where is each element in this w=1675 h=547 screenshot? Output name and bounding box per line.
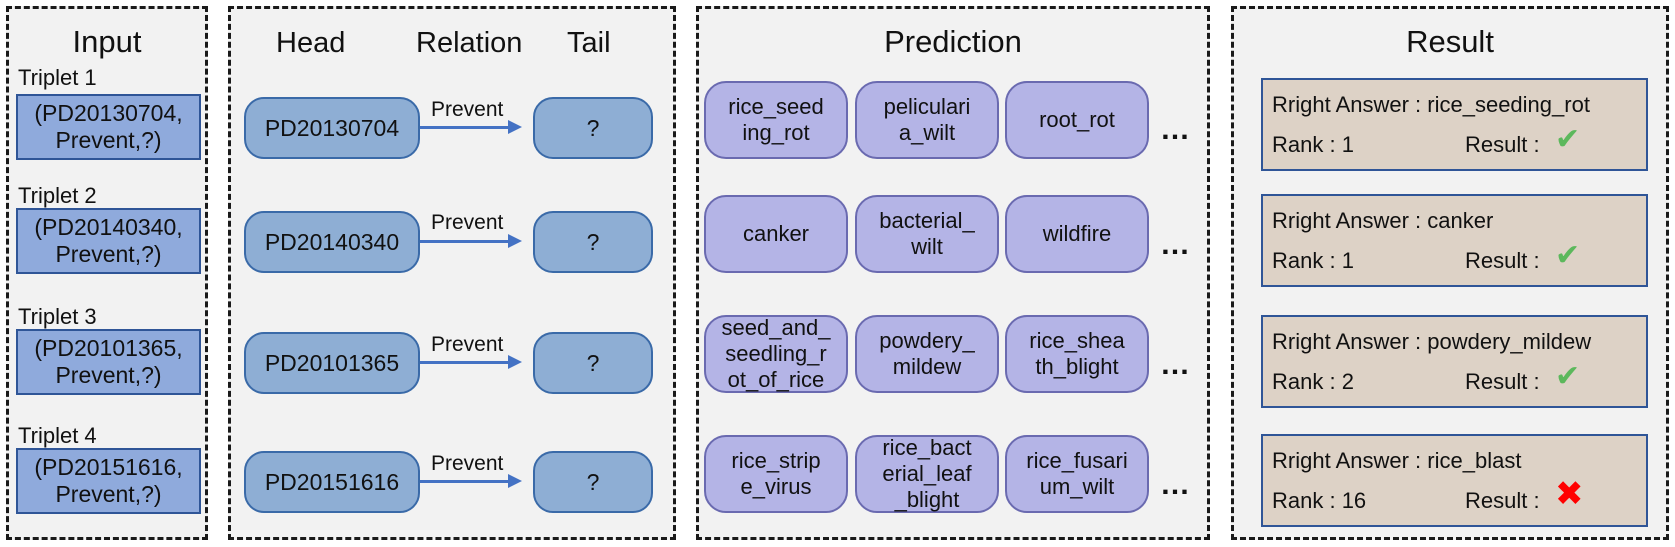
relation-label: Prevent — [431, 333, 504, 356]
relation-title: Relation — [416, 27, 523, 59]
prediction-item: canker — [704, 195, 848, 273]
relation-label: Prevent — [431, 211, 504, 234]
more-ellipsis: … — [1160, 113, 1192, 146]
tail-node: ? — [533, 211, 653, 273]
prediction-item: rice_strip e_virus — [704, 435, 848, 513]
check-icon: ✔ — [1555, 123, 1581, 156]
more-ellipsis: … — [1160, 348, 1192, 381]
relation-panel: Head Relation Tail PD20130704 Prevent ? … — [228, 6, 676, 540]
result-title: Result — [1406, 24, 1494, 59]
prediction-item: rice_fusari um_wilt — [1005, 435, 1149, 513]
prediction-item: wildfire — [1005, 195, 1149, 273]
rank-text: Rank : 2 — [1272, 369, 1354, 394]
relation-arrow — [420, 234, 522, 248]
prediction-panel: Prediction rice_seed ing_rot peliculari … — [696, 6, 1210, 540]
more-ellipsis: … — [1160, 468, 1192, 501]
triplet-box: (PD20151616, Prevent,?) — [16, 448, 201, 514]
relation-arrow — [420, 474, 522, 488]
head-node: PD20130704 — [244, 97, 420, 159]
relation-label: Prevent — [431, 98, 504, 121]
prediction-item: rice_seed ing_rot — [704, 81, 848, 159]
result-label: Result : — [1465, 369, 1540, 394]
rank-text: Rank : 1 — [1272, 248, 1354, 273]
right-answer-text: Rright Answer : rice_seeding_rot — [1272, 92, 1590, 117]
triplet-label: Triplet 4 — [18, 423, 97, 448]
prediction-title: Prediction — [884, 24, 1022, 59]
head-node: PD20140340 — [244, 211, 420, 273]
check-icon: ✔ — [1555, 360, 1581, 393]
head-node: PD20151616 — [244, 451, 420, 513]
result-card: Rright Answer : rice_blast Rank : 16 Res… — [1261, 434, 1648, 527]
tail-node: ? — [533, 97, 653, 159]
more-ellipsis: … — [1160, 228, 1192, 261]
prediction-item: root_rot — [1005, 81, 1149, 159]
result-card: Rright Answer : canker Rank : 1 Result :… — [1261, 194, 1648, 287]
prediction-item: powdery_ mildew — [855, 315, 999, 393]
result-card: Rright Answer : rice_seeding_rot Rank : … — [1261, 78, 1648, 171]
relation-arrow — [420, 120, 522, 134]
triplet-label: Triplet 3 — [18, 304, 97, 329]
prediction-item: peliculari a_wilt — [855, 81, 999, 159]
triplet-box: (PD20130704, Prevent,?) — [16, 94, 201, 160]
triplet-box: (PD20101365, Prevent,?) — [16, 329, 201, 395]
rank-text: Rank : 16 — [1272, 488, 1367, 513]
prediction-item: seed_and_ seedling_r ot_of_rice — [704, 315, 848, 393]
right-answer-text: Rright Answer : rice_blast — [1272, 448, 1522, 473]
right-answer-text: Rright Answer : canker — [1272, 208, 1494, 233]
relation-arrow — [420, 355, 522, 369]
cross-icon: ✖ — [1555, 475, 1584, 513]
triplet-box: (PD20140340, Prevent,?) — [16, 208, 201, 274]
result-panel: Result Rright Answer : rice_seeding_rot … — [1231, 6, 1669, 540]
result-label: Result : — [1465, 248, 1540, 273]
input-panel: Input Triplet 1 (PD20130704, Prevent,?) … — [6, 6, 208, 540]
check-icon: ✔ — [1555, 239, 1581, 272]
tail-node: ? — [533, 451, 653, 513]
tail-node: ? — [533, 332, 653, 394]
result-label: Result : — [1465, 488, 1540, 513]
result-label: Result : — [1465, 132, 1540, 157]
prediction-item: rice_bact erial_leaf _blight — [855, 435, 999, 513]
rank-text: Rank : 1 — [1272, 132, 1354, 157]
prediction-item: bacterial_ wilt — [855, 195, 999, 273]
right-answer-text: Rright Answer : powdery_mildew — [1272, 329, 1592, 354]
head-title: Head — [276, 27, 346, 59]
relation-label: Prevent — [431, 452, 504, 475]
prediction-item: rice_shea th_blight — [1005, 315, 1149, 393]
triplet-label: Triplet 1 — [18, 65, 97, 90]
head-node: PD20101365 — [244, 332, 420, 394]
triplet-label: Triplet 2 — [18, 183, 97, 208]
result-card: Rright Answer : powdery_mildew Rank : 2 … — [1261, 315, 1648, 408]
input-title: Input — [72, 24, 142, 59]
tail-title: Tail — [567, 27, 611, 59]
